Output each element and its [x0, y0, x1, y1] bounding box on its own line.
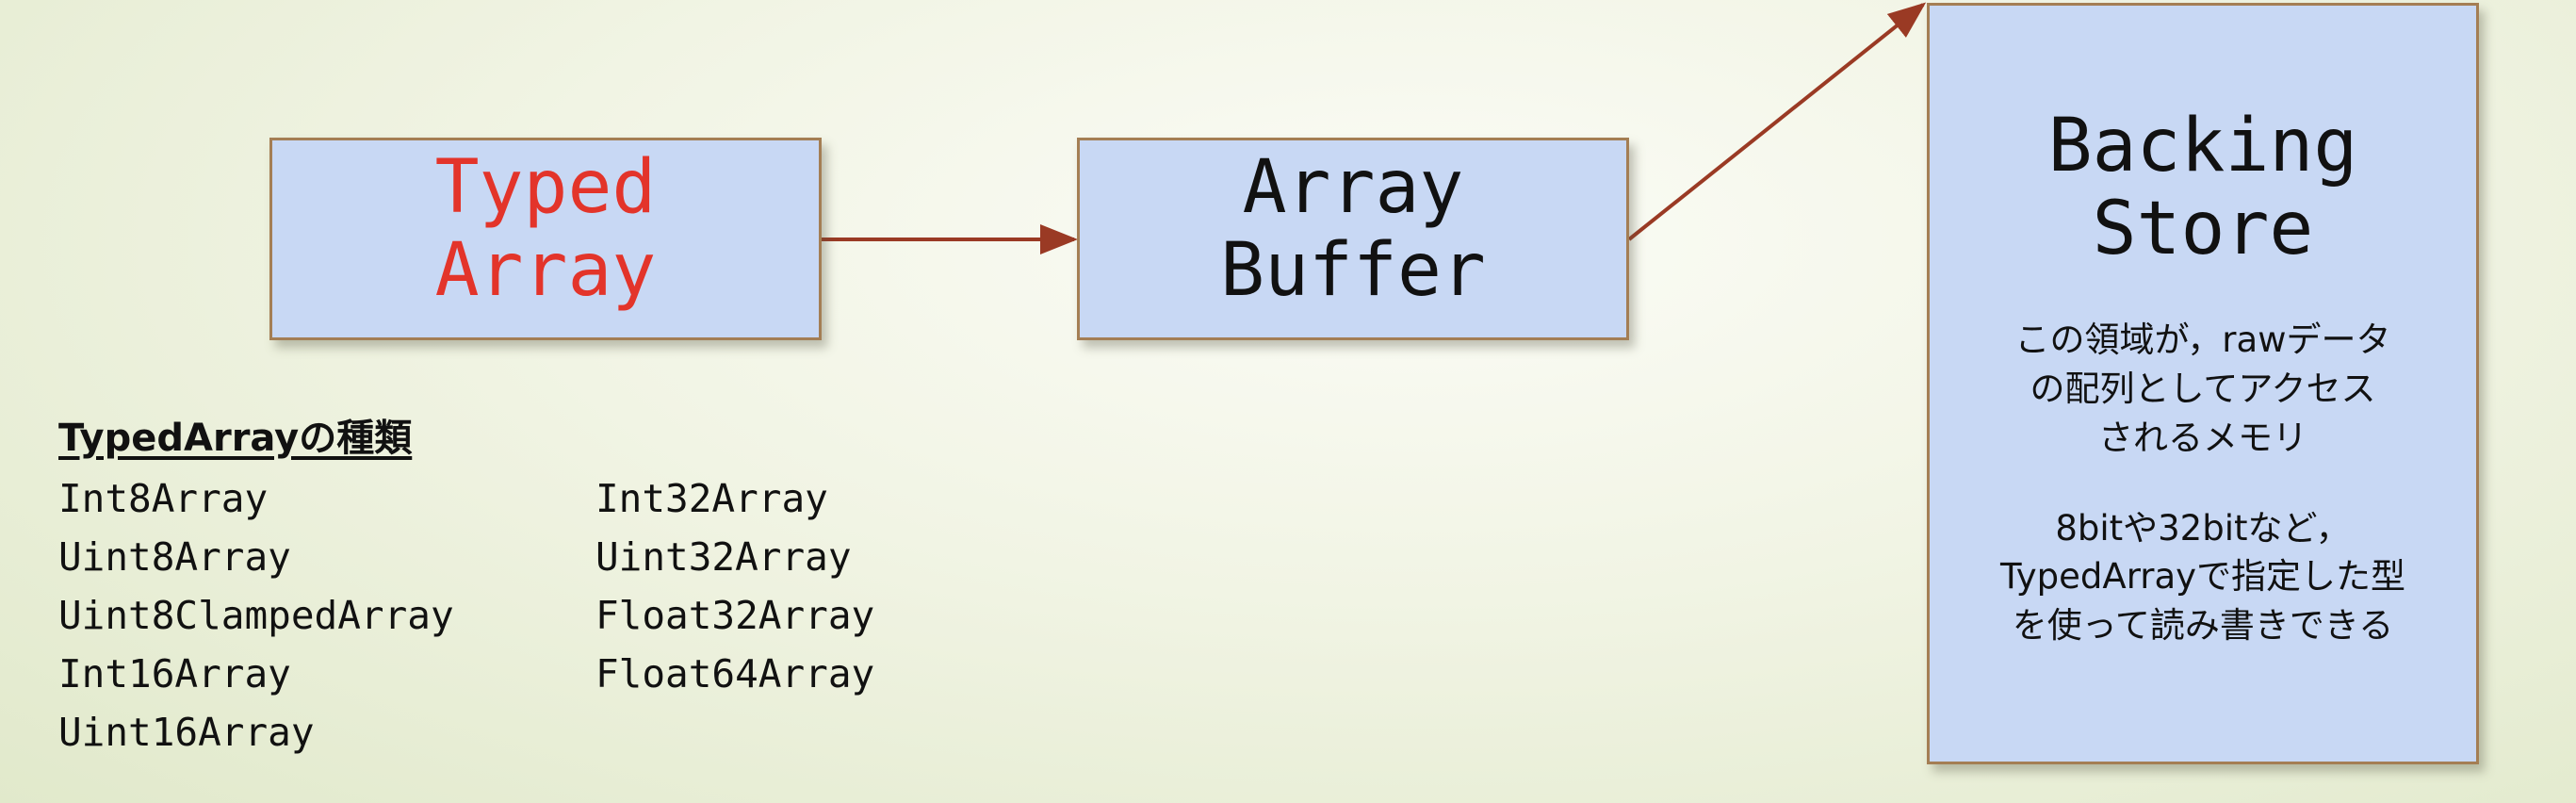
typed-array-types-column-1: Int8Array Uint8Array Uint8ClampedArray I…	[58, 469, 454, 762]
type-item: Uint8Array	[58, 534, 291, 580]
array-buffer-label: Array Buffer	[1220, 145, 1486, 314]
type-item: Uint8ClampedArray	[58, 593, 454, 638]
type-item: Uint32Array	[595, 534, 852, 580]
arrow-array-buffer-to-backing-store	[1627, 2, 1927, 241]
type-item: Int16Array	[58, 651, 291, 696]
typed-array-node: Typed Array	[269, 138, 822, 340]
type-item: Uint16Array	[58, 710, 315, 755]
backing-store-node: Backing Store この領域が，rawデータ の配列としてアクセス され…	[1927, 3, 2479, 764]
typed-array-types-column-2: Int32Array Uint32Array Float32Array Floa…	[595, 469, 874, 703]
array-buffer-node: Array Buffer	[1077, 138, 1629, 340]
backing-store-label: Backing Store	[2047, 104, 2358, 272]
type-item: Float32Array	[595, 593, 875, 638]
typed-array-label: Typed Array	[434, 145, 657, 314]
backing-store-description-types: 8bitや32bitなど， TypedArrayで指定した型 を使って読み書きで…	[1999, 507, 2406, 647]
type-item: Int32Array	[595, 476, 828, 521]
type-item: Int8Array	[58, 476, 269, 521]
type-item: Float64Array	[595, 651, 875, 696]
backing-store-description: この領域が，rawデータ の配列としてアクセス されるメモリ	[2014, 320, 2391, 458]
typed-array-types-heading: TypedArrayの種類	[58, 417, 413, 460]
